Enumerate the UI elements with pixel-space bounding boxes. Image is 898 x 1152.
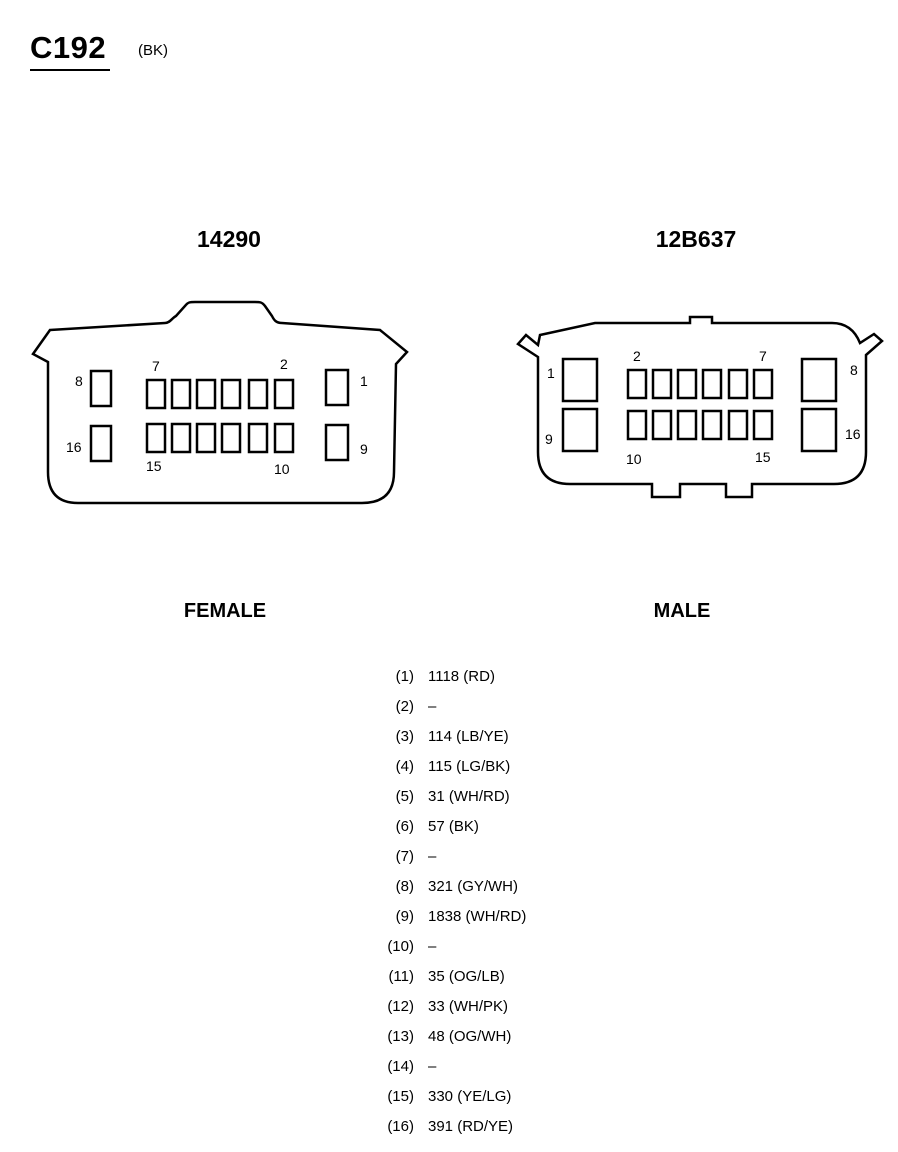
- pin-circuit: 57 (BK): [428, 818, 479, 835]
- female-pin-label: 8: [75, 373, 83, 389]
- female-cavity-5: [195, 378, 217, 410]
- pin-number: (2): [395, 698, 414, 715]
- male-pin-label: 1: [547, 365, 555, 381]
- female-cavity-15: [145, 422, 167, 454]
- male-cavity-13: [701, 409, 723, 441]
- pin-circuit: –: [428, 698, 437, 715]
- pin-number: (14): [387, 1058, 414, 1075]
- male-cavity-14: [727, 409, 749, 441]
- female-label: FEMALE: [183, 600, 267, 622]
- female-pin-label: 9: [360, 441, 368, 457]
- male-part-number: 12B637: [655, 226, 737, 252]
- female-cavity-1: [324, 368, 350, 407]
- female-cavity-2: [273, 378, 295, 410]
- male-cavity-4: [676, 368, 698, 400]
- connector-color: (BK): [138, 42, 168, 59]
- female-cavity-4: [220, 378, 242, 410]
- male-cavity-8: [800, 357, 838, 403]
- male-pin-label: 9: [545, 431, 553, 447]
- male-label: MALE: [653, 600, 711, 622]
- pin-number: (6): [395, 818, 414, 835]
- male-pin-label: 16: [845, 426, 861, 442]
- female-cavity-10: [273, 422, 295, 454]
- female-pin-label: 2: [280, 356, 288, 372]
- connector-id-underline: [30, 69, 110, 71]
- pin-circuit: 33 (WH/PK): [428, 998, 509, 1015]
- pin-number: (4): [395, 758, 414, 775]
- female-pin-label: 7: [152, 358, 160, 374]
- female-cavity-16: [89, 424, 113, 463]
- pin-number: (10): [387, 938, 414, 955]
- pin-number: (8): [395, 878, 414, 895]
- male-pin-labels: 2 7 1 8 9 16 10 15: [545, 348, 861, 467]
- pin-number: (9): [395, 908, 414, 925]
- male-cavity-15: [752, 409, 774, 441]
- pin-circuit: 1838 (WH/RD): [428, 908, 527, 925]
- male-cavity-7: [752, 368, 774, 400]
- pin-circuit: 321 (GY/WH): [428, 878, 519, 895]
- male-cavity-9: [561, 407, 599, 453]
- pin-circuit: –: [428, 1058, 437, 1075]
- male-pin-label: 10: [626, 451, 642, 467]
- pin-circuit: 115 (LG/BK): [428, 758, 511, 775]
- pin-number: (16): [387, 1118, 414, 1135]
- female-cavity-9: [324, 423, 350, 462]
- female-connector: [31, 300, 409, 505]
- female-cavity-12: [220, 422, 242, 454]
- pin-circuit: –: [428, 848, 437, 865]
- male-cavity-12: [676, 409, 698, 441]
- male-cavity-1: [561, 357, 599, 403]
- male-cavity-11: [651, 409, 673, 441]
- pin-circuit: 48 (OG/WH): [428, 1028, 512, 1045]
- pin-circuit: 114 (LB/YE): [428, 728, 509, 745]
- pin-number: (3): [395, 728, 414, 745]
- female-pin-labels: 7 2 8 1 16 9 15 10: [66, 356, 368, 477]
- male-pin-label: 8: [850, 362, 858, 378]
- male-cavity-3: [651, 368, 673, 400]
- female-pin-label: 10: [274, 461, 290, 477]
- female-cavity-13: [195, 422, 217, 454]
- female-cavity-6: [170, 378, 192, 410]
- male-cavity-2: [626, 368, 648, 400]
- pin-number: (12): [387, 998, 414, 1015]
- male-connector-housing: [516, 315, 884, 499]
- pin-circuit: 31 (WH/RD): [428, 788, 510, 805]
- pin-number: (5): [395, 788, 414, 805]
- female-connector-housing: [31, 300, 409, 505]
- female-pin-label: 1: [360, 373, 368, 389]
- pin-number: (7): [395, 848, 414, 865]
- female-cavity-14: [170, 422, 192, 454]
- pin-number: (11): [388, 968, 414, 985]
- pin-number: (1): [395, 668, 414, 685]
- male-cavity-16: [800, 407, 838, 453]
- male-cavity-10: [626, 409, 648, 441]
- pin-circuit: 1118 (RD): [428, 668, 495, 685]
- female-part-number: 14290: [197, 226, 261, 252]
- pin-circuit: –: [428, 938, 437, 955]
- connector-id: C192: [30, 30, 107, 65]
- female-cavity-8: [89, 369, 113, 408]
- pin-circuit: 391 (RD/YE): [428, 1118, 514, 1135]
- female-pin-label: 15: [146, 458, 162, 474]
- male-pin-label: 2: [633, 348, 641, 364]
- male-pin-label: 15: [755, 449, 771, 465]
- pin-number: (13): [387, 1028, 414, 1045]
- male-cavity-5: [701, 368, 723, 400]
- female-cavity-7: [145, 378, 167, 410]
- male-connector: [516, 315, 884, 499]
- pin-circuit: 330 (YE/LG): [428, 1088, 512, 1105]
- female-pin-label: 16: [66, 439, 82, 455]
- female-cavity-3: [247, 378, 269, 410]
- male-cavity-6: [727, 368, 749, 400]
- pin-circuit: 35 (OG/LB): [428, 968, 505, 985]
- male-pin-label: 7: [759, 348, 767, 364]
- female-cavity-11: [247, 422, 269, 454]
- pin-number: (15): [387, 1088, 414, 1105]
